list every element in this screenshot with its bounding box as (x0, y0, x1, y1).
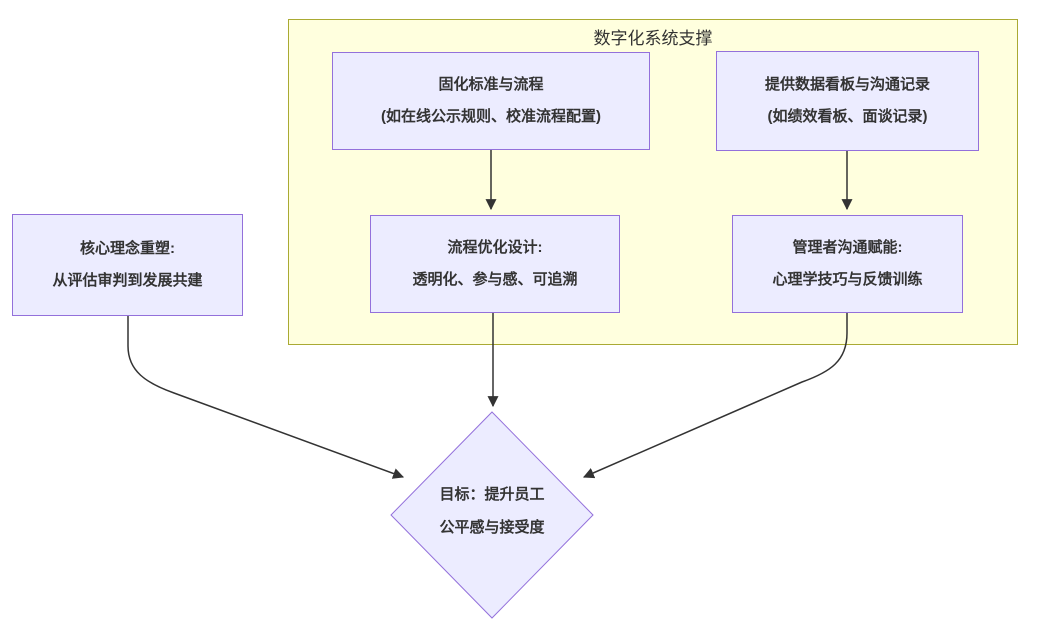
node-dashboards: 提供数据看板与沟通记录 (如绩效看板、面谈记录) (716, 51, 979, 151)
cluster-title: 数字化系统支撑 (593, 29, 713, 48)
node-goal-line2: 公平感与接受度 (439, 518, 545, 536)
node-standards-line1: 固化标准与流程 (438, 76, 544, 93)
node-standards: 固化标准与流程 (如在线公示规则、校准流程配置) (332, 52, 650, 150)
node-core-concept-line1: 核心理念重塑: (80, 240, 175, 257)
node-core-concept-line2: 从评估审判到发展共建 (52, 272, 203, 289)
node-process-design: 流程优化设计: 透明化、参与感、可追溯 (370, 215, 620, 313)
node-goal-line1: 目标：提升员工 (439, 485, 545, 503)
node-dashboards-line2: (如绩效看板、面谈记录) (767, 108, 928, 125)
node-manager-comm-line2: 心理学技巧与反馈训练 (772, 271, 923, 288)
node-core-concept: 核心理念重塑: 从评估审判到发展共建 (12, 214, 243, 316)
node-standards-line2: (如在线公示规则、校准流程配置) (381, 108, 601, 125)
node-process-design-line2: 透明化、参与感、可追溯 (412, 271, 578, 288)
node-goal-label: 目标：提升员工 公平感与接受度 (392, 461, 592, 561)
node-dashboards-line1: 提供数据看板与沟通记录 (764, 76, 930, 93)
node-manager-comm: 管理者沟通赋能: 心理学技巧与反馈训练 (732, 215, 963, 313)
node-process-design-line1: 流程优化设计: (447, 239, 543, 256)
node-manager-comm-line1: 管理者沟通赋能: (792, 239, 903, 256)
